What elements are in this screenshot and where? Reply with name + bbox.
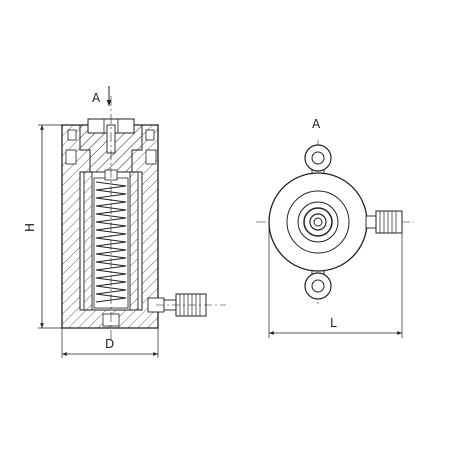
diameter-label: D xyxy=(105,337,114,351)
rod-wall-left xyxy=(83,171,93,311)
saddle-center-circle xyxy=(313,217,323,227)
view-arrow-a-label: A xyxy=(92,91,101,105)
height-label: H xyxy=(23,223,37,232)
rod-wall-right xyxy=(129,171,139,311)
quick-coupler-top xyxy=(365,210,403,234)
length-label: L xyxy=(330,316,337,330)
section-view: A H D xyxy=(23,86,226,358)
wiper-right xyxy=(145,129,155,141)
quick-coupler-side xyxy=(156,293,226,317)
view-title-a: A xyxy=(312,117,321,131)
wiper-left xyxy=(67,129,77,141)
seal-groove-right xyxy=(145,149,157,165)
top-view: A xyxy=(256,117,414,338)
seal-groove-left xyxy=(65,149,77,165)
return-spring xyxy=(95,181,127,303)
